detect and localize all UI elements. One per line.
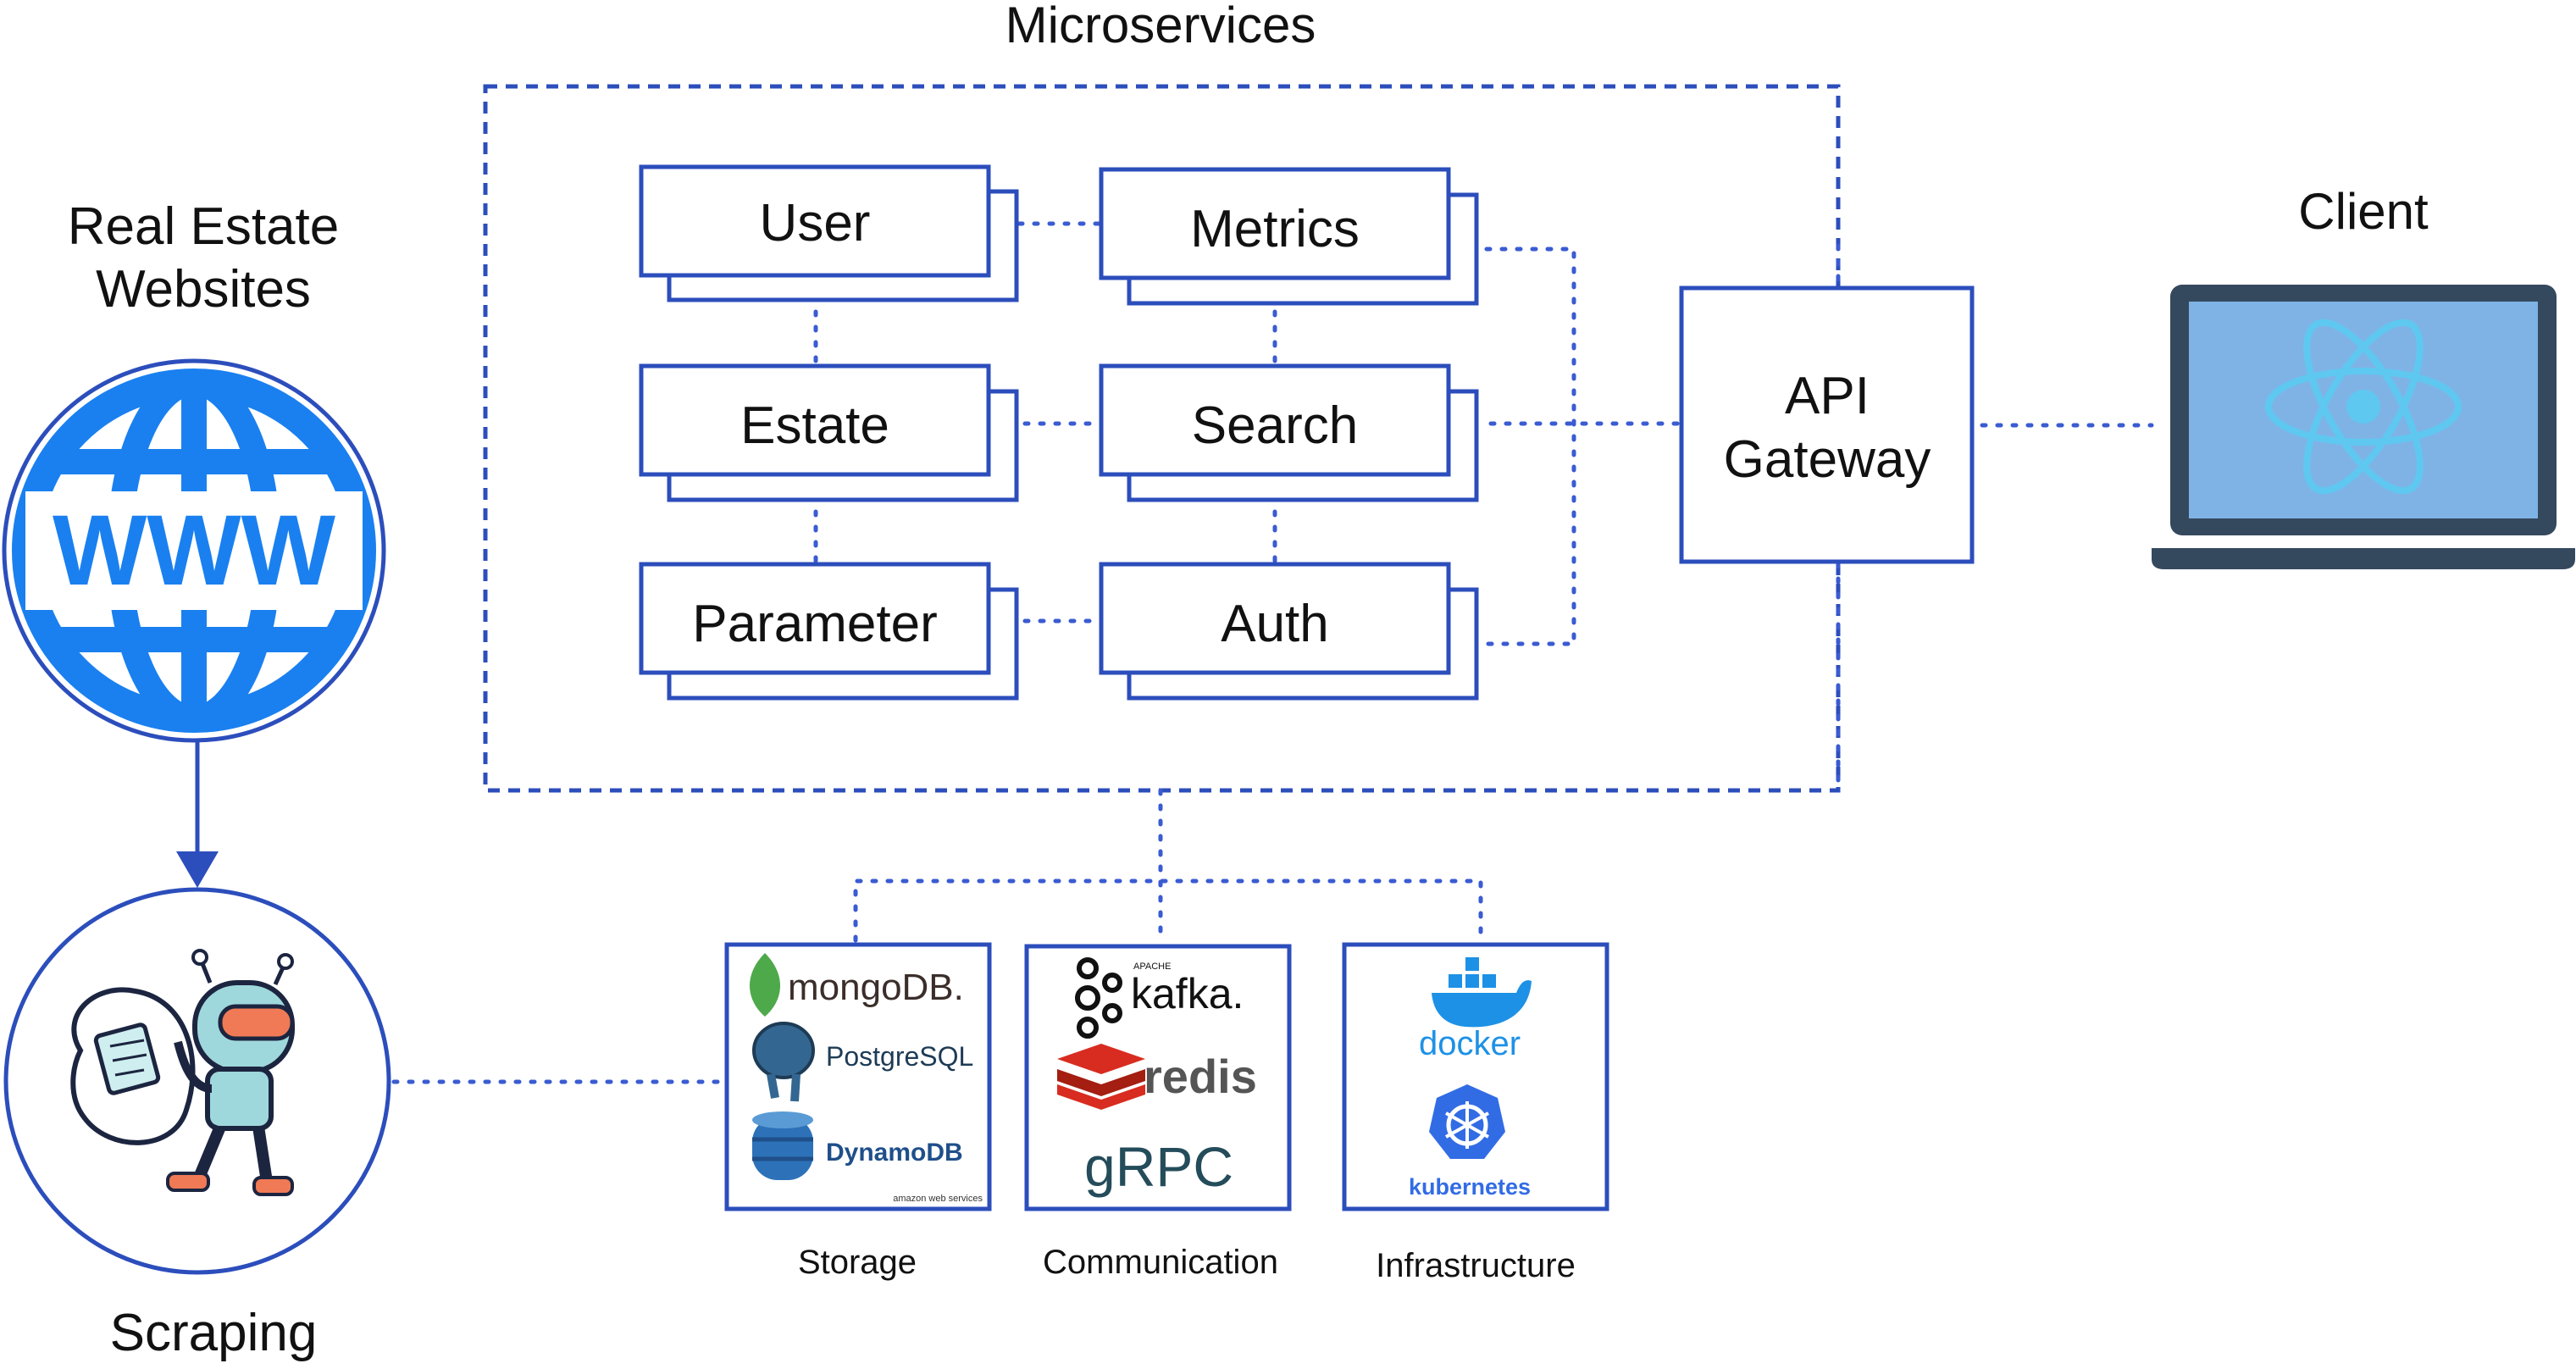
microservices-title: Microservices <box>1005 0 1316 53</box>
react-laptop-icon <box>2152 285 2575 569</box>
docker-logo-text: docker <box>1419 1025 1521 1062</box>
redis-logo-text: redis <box>1144 1050 1257 1103</box>
infrastructure-box[interactable]: docker kubernetes <box>1342 942 1609 1211</box>
infrastructure-label: Infrastructure <box>1376 1247 1576 1284</box>
communication-box[interactable]: APACHE kafka. redis gRPC <box>1024 944 1292 1211</box>
service-label-auth: Auth <box>1221 595 1329 653</box>
communication-label: Communication <box>1043 1244 1278 1281</box>
grpc-logo-text: gRPC <box>1084 1135 1233 1198</box>
docker-whale-icon <box>1432 957 1532 1028</box>
kafka-apache-text: APACHE <box>1133 962 1171 972</box>
redis-icon <box>1057 1044 1145 1110</box>
service-label-user: User <box>760 194 871 252</box>
service-card-auth[interactable]: Auth <box>1099 562 1479 701</box>
storage-box[interactable]: mongoDB. PostgreSQL DynamoDB amazon web … <box>724 942 992 1211</box>
www-globe-icon: WWW <box>2 358 386 743</box>
gateway-label-line2: Gateway <box>1724 430 1931 489</box>
postgresql-logo-text: PostgreSQL <box>826 1041 973 1072</box>
mongodb-logo-text: mongoDB. <box>788 967 964 1008</box>
kubernetes-wheel-icon <box>1429 1084 1505 1159</box>
kubernetes-logo-text: kubernetes <box>1409 1174 1531 1200</box>
kafka-icon <box>1075 957 1122 1039</box>
service-card-metrics[interactable]: Metrics <box>1099 167 1479 306</box>
client-label: Client <box>2298 183 2429 240</box>
storage-label: Storage <box>798 1244 917 1281</box>
websites-title-line1: Real Estate <box>68 197 340 256</box>
service-card-estate[interactable]: Estate <box>639 363 1019 502</box>
api-gateway-box[interactable]: API Gateway <box>1679 285 1975 564</box>
service-card-user[interactable]: User <box>639 164 1019 302</box>
kafka-logo-text: kafka. <box>1131 970 1244 1017</box>
www-text: WWW <box>53 495 336 607</box>
scraping-robot-icon <box>3 887 391 1275</box>
service-card-parameter[interactable]: Parameter <box>639 562 1019 701</box>
service-label-metrics: Metrics <box>1190 200 1360 258</box>
dynamodb-logo-text: DynamoDB <box>826 1139 963 1167</box>
postgresql-elephant-icon <box>752 1022 815 1102</box>
service-card-search[interactable]: Search <box>1099 363 1479 502</box>
dynamodb-icon <box>752 1111 813 1180</box>
gateway-label-line1: API <box>1785 367 1870 425</box>
scraping-label: Scraping <box>110 1304 318 1362</box>
aws-logo-text: amazon web services <box>893 1194 983 1204</box>
websites-title-line2: Websites <box>96 260 311 319</box>
service-label-search: Search <box>1192 396 1358 455</box>
mongodb-leaf-icon <box>749 953 781 1017</box>
arrow-globe-to-scraping <box>176 741 219 888</box>
service-label-estate: Estate <box>740 396 889 455</box>
service-label-parameter: Parameter <box>692 595 937 653</box>
